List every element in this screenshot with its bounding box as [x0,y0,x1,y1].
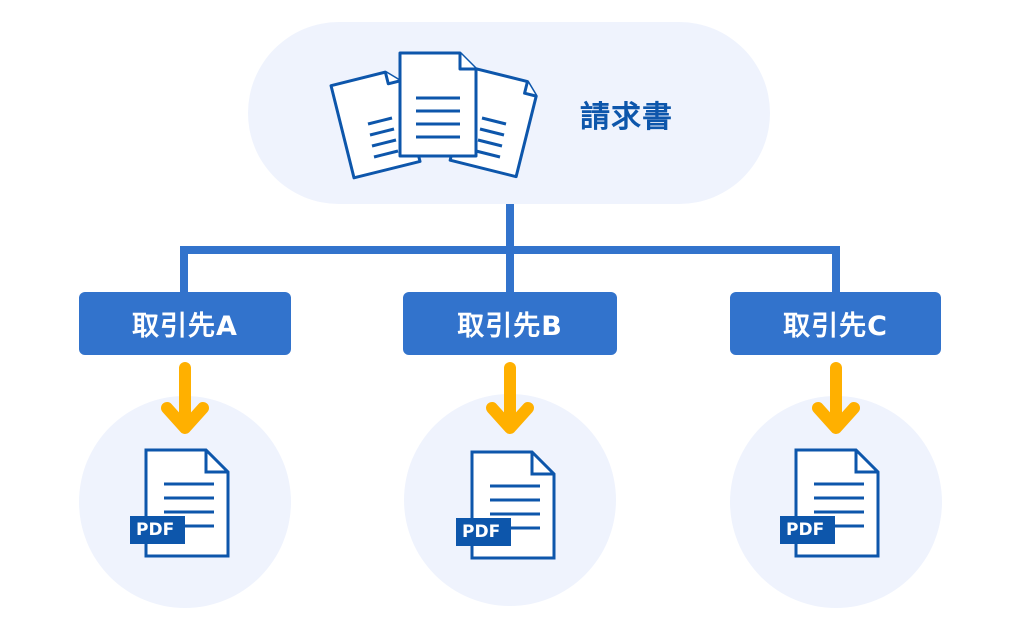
arrow-down-icon [486,362,534,434]
pdf-document-icon: PDF [456,450,556,562]
node-label: 取引先B [457,311,563,342]
node-partner-b: 取引先B [403,292,617,355]
pdf-document-icon: PDF [130,448,230,560]
node-label: 取引先A [132,311,238,342]
connector-horizontal [180,246,840,254]
node-label: 取引先C [783,311,888,342]
stacked-documents-icon [329,51,538,180]
pdf-document-icon: PDF [780,448,880,560]
pdf-badge-label: PDF [136,520,175,540]
connector-branch-c [832,246,840,292]
pdf-badge-label: PDF [786,520,825,540]
node-partner-c: 取引先C [730,292,941,355]
arrow-down-icon [812,362,860,434]
root-label: 請求書 [580,100,673,135]
connector-branch-a [180,246,188,292]
pdf-badge-label: PDF [462,522,501,542]
node-partner-a: 取引先A [79,292,291,355]
arrow-down-icon [161,362,209,434]
